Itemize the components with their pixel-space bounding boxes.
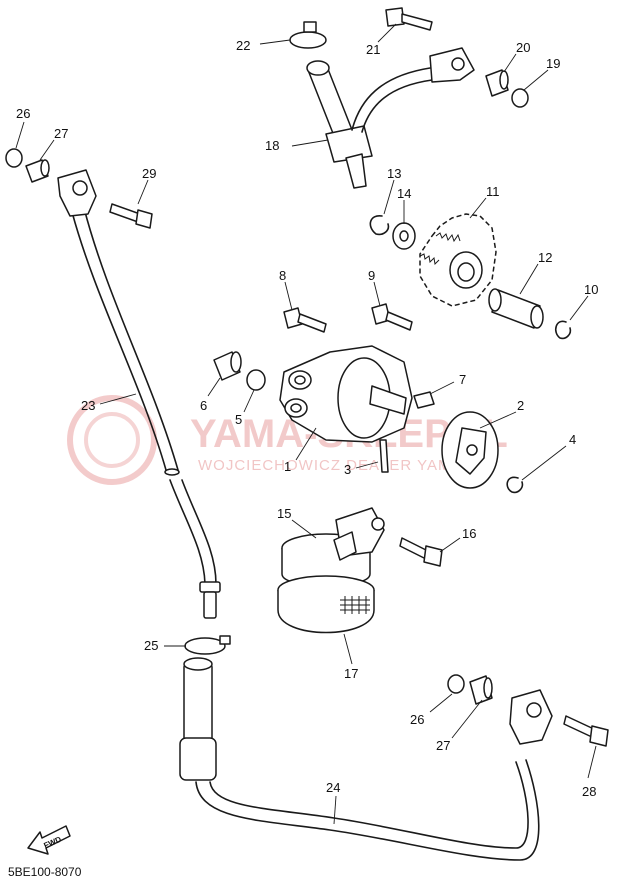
part-4-circlip [506,476,524,494]
part-19-o-ring-top [511,88,529,108]
callout-12: 12 [538,250,552,265]
part-27-collar-left [25,159,50,183]
lower-banjo-fitting [509,689,553,745]
part-29-union-bolt [109,203,153,229]
callout-20: 20 [516,40,530,55]
callout-5: 5 [235,412,242,427]
part-18-oil-delivery-pipe [306,60,433,189]
leader-lines [15,23,597,825]
part-17-strainer-element [277,575,375,634]
callout-16: 16 [462,526,476,541]
part-13-circlip [369,215,390,236]
top-banjo-fitting [429,47,475,83]
part-10-circlip [554,320,572,340]
callout-17: 17 [344,666,358,681]
part-8-bolt [283,307,327,333]
callout-labels: 1 2 3 4 5 6 7 8 9 10 11 12 13 14 15 16 1… [16,38,598,799]
watermark-logo [67,395,157,485]
callout-21: 21 [366,42,380,57]
part-14-washer [392,222,416,250]
callout-26-lower: 26 [410,712,424,727]
part-22-hose-clamp-top [289,21,327,49]
callout-22: 22 [236,38,250,53]
part-25-hose-clamp [184,635,231,655]
part-11-drive-gear [419,213,497,307]
callout-18: 18 [265,138,279,153]
callout-26-left: 26 [16,106,30,121]
callout-23: 23 [81,398,95,413]
part-1-oil-pump-body [279,345,413,443]
part-20-collar-top [485,69,509,97]
callout-15: 15 [277,506,291,521]
callout-7: 7 [459,372,466,387]
part-15-oil-strainer [281,507,385,587]
callout-27-lower: 27 [436,738,450,753]
part-28-union-bolt [563,715,609,747]
part-23-oil-hose [71,207,221,619]
part-2-pump-rotor [441,411,499,489]
callout-14: 14 [397,186,411,201]
callout-4: 4 [569,432,576,447]
callout-1: 1 [284,459,291,474]
part-21-union-bolt [385,7,433,31]
part-5-o-ring [246,369,266,391]
callout-19: 19 [546,56,560,71]
callout-25: 25 [144,638,158,653]
fwd-arrow: FWD [27,825,71,855]
callout-27-left: 27 [54,126,68,141]
part-7-dowel-pin [413,391,435,409]
diagram-code: 5BE100-8070 [8,865,82,879]
watermark-tagline: WOJCIECHOWICZ DEALER YAMAHA [198,457,485,474]
callout-8: 8 [279,268,286,283]
callout-24: 24 [326,780,340,795]
part-12-gear-shaft [488,288,544,329]
left-banjo-fitting [57,169,97,217]
callout-28: 28 [582,784,596,799]
part-26-o-ring-lower [447,674,465,694]
callout-3: 3 [344,462,351,477]
part-24-oil-hose [179,657,540,861]
watermark-logo-inner [84,412,140,468]
part-3-pin [379,439,389,473]
callout-10: 10 [584,282,598,297]
callout-2: 2 [517,398,524,413]
part-16-bolt [399,537,443,567]
part-26-o-ring-left [5,148,23,168]
part-27-collar-lower [469,675,493,705]
part-6-collar [213,351,242,381]
fwd-arrow-icon [27,825,71,855]
callout-9: 9 [368,268,375,283]
callout-11: 11 [486,184,500,199]
callout-29: 29 [142,166,156,181]
callout-13: 13 [387,166,401,181]
callout-6: 6 [200,398,207,413]
part-9-bolt [371,303,413,331]
